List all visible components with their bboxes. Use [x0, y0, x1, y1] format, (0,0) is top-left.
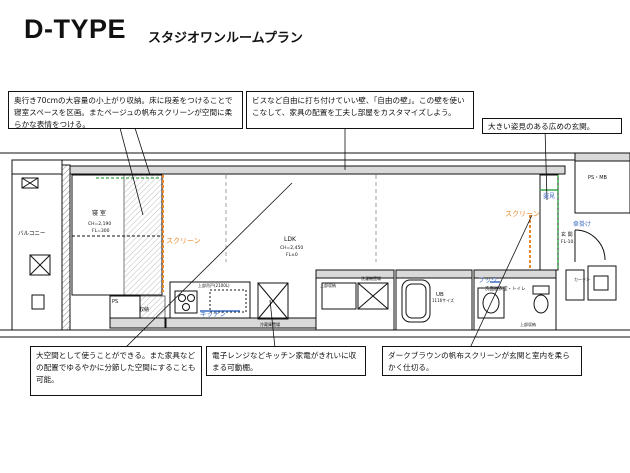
callout-kitchen-shelf: 電子レンジなどキッチン家電がきれいに収まる可動棚。 — [206, 346, 366, 376]
sash-window — [61, 164, 71, 331]
label-entry: 玄 関 — [561, 231, 573, 238]
free-wall — [69, 165, 566, 175]
leader-lines — [119, 127, 548, 349]
label-washer: 洗濯機置場 — [361, 275, 381, 281]
callout-open-space: 大空間として使うことができる。また家具などの配置でゆるやかに分節した空間にするこ… — [30, 346, 202, 396]
callout-canvas-screen: ダークブラウンの帆布スクリーンが玄関と室内を柔らかく仕切る。 — [382, 346, 582, 376]
callout-free-wall: ビスなど自由に打ち付けていい壁、「自由の壁」。この壁を使いこなして、家具の配置を… — [246, 91, 474, 129]
label-ldk-ch: CH=2,450 — [280, 245, 303, 251]
label-storage: 収納 — [139, 306, 149, 313]
center-utility — [315, 269, 395, 331]
label-ub: UB — [436, 292, 444, 298]
washroom — [473, 269, 557, 331]
callout-entrance: 大きい姿見のある広めの玄関。 — [482, 118, 622, 134]
label-washroom: 洗面脱衣室・トイレ — [485, 285, 526, 292]
label-bedroom-fl: FL=300 — [92, 228, 110, 234]
label-umbrella-hook: 傘掛け — [573, 220, 591, 228]
balcony-area — [11, 159, 63, 331]
label-bedroom-ch: CH=2,190 — [88, 221, 111, 227]
page-title: D-TYPE — [24, 14, 127, 44]
callout-storage: 奥行き70cmの大容量の小上がり収納。床に段差をつけることで寝室スペースを区画。… — [8, 91, 243, 129]
label-ub-size: 1116サイズ — [432, 297, 454, 303]
label-upper-storage: 上部収納 — [320, 282, 336, 288]
label-kitchen: キッチン — [200, 310, 226, 318]
page-subtitle: スタジオワンルームプラン — [148, 31, 303, 46]
label-screen-left: スクリーン — [166, 237, 201, 245]
label-ps: PS — [112, 299, 118, 305]
ps-storage-left — [109, 295, 166, 329]
label-kitchen-counter: 上部吊戸(2100L) — [198, 282, 230, 288]
label-mirror: 姿見 — [543, 192, 555, 200]
label-screen-right: スクリーン — [505, 210, 540, 218]
label-fridge-space: 冷蔵庫置場 — [260, 321, 280, 327]
label-ref: 上部収納 — [520, 321, 536, 327]
label-ldk: LDK — [284, 236, 297, 243]
label-hook: フック — [478, 276, 498, 284]
label-bedroom: 寝 室 — [92, 209, 106, 217]
label-ldk-fl: FL±0 — [286, 252, 298, 258]
label-balcony: バルコニー — [18, 230, 45, 237]
movable-shelf — [257, 282, 289, 320]
entrance-area — [539, 152, 630, 301]
label-ps-mb: PS・MB — [588, 175, 608, 181]
bedroom-platform — [71, 174, 163, 296]
unit-bath — [395, 269, 473, 331]
label-entry-fl: FL-10 — [561, 239, 574, 245]
label-curtain: カーテン — [574, 276, 590, 282]
